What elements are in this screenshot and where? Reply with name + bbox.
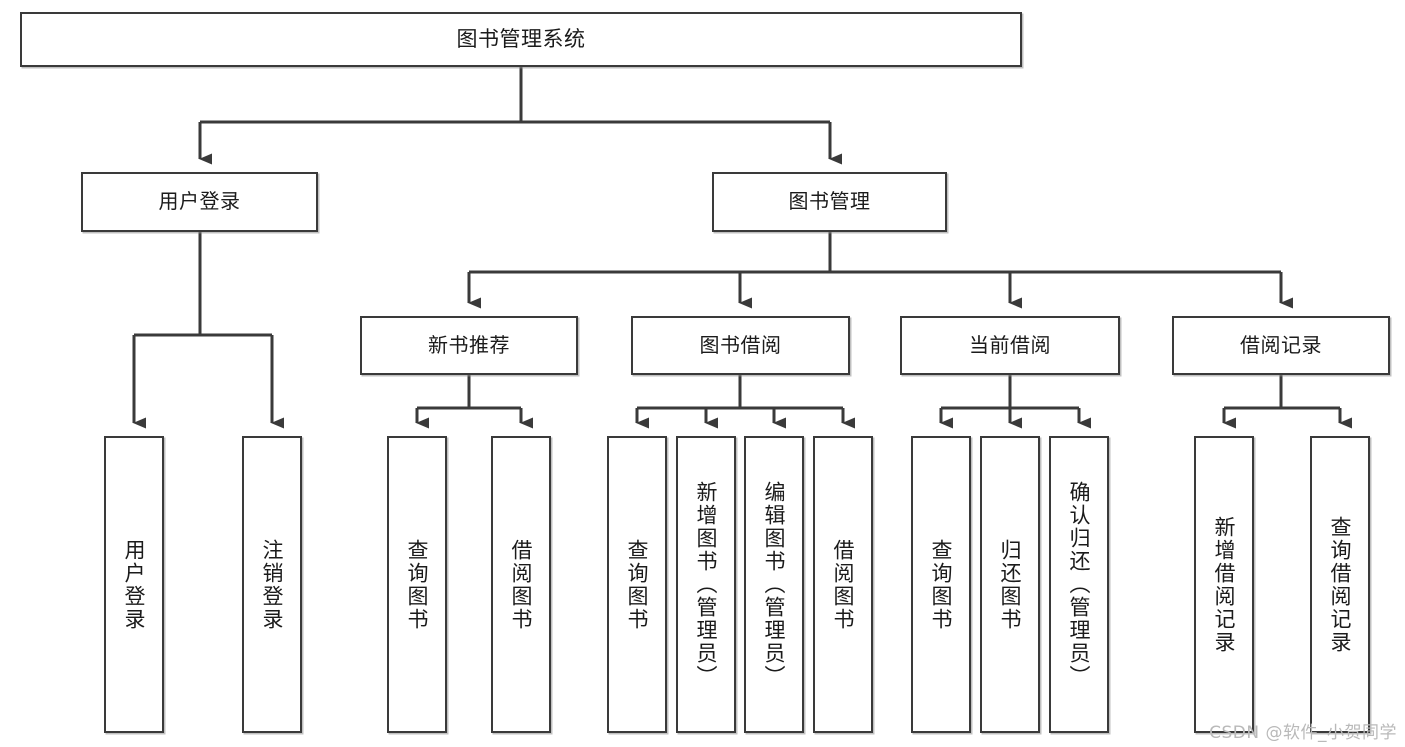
node-book-borrow[interactable]: 图书借阅 bbox=[631, 316, 850, 375]
node-label: 归还图书 bbox=[998, 538, 1023, 631]
node-leaf-query-borrow-record[interactable]: 查询借阅记录 bbox=[1310, 436, 1370, 733]
node-label: 确认归还（管理员） bbox=[1067, 481, 1092, 688]
node-label: 借阅记录 bbox=[1240, 332, 1322, 357]
node-user-login[interactable]: 用户登录 bbox=[81, 172, 318, 232]
node-label: 查询图书 bbox=[625, 538, 650, 631]
node-leaf-add-book-admin[interactable]: 新增图书（管理员） bbox=[676, 436, 736, 733]
node-new-book-recommend[interactable]: 新书推荐 bbox=[360, 316, 578, 375]
node-leaf-borrow-book[interactable]: 借阅图书 bbox=[813, 436, 873, 733]
node-label: 图书借阅 bbox=[699, 332, 782, 357]
node-leaf-query-book-borrow[interactable]: 查询图书 bbox=[607, 436, 667, 733]
node-leaf-user-login[interactable]: 用户登录 bbox=[104, 436, 164, 733]
node-label: 查询图书 bbox=[405, 538, 430, 631]
node-label: 图书管理 bbox=[788, 189, 871, 214]
node-label: 编辑图书（管理员） bbox=[762, 481, 787, 688]
node-leaf-logout[interactable]: 注销登录 bbox=[242, 436, 302, 733]
node-leaf-return-book[interactable]: 归还图书 bbox=[980, 436, 1040, 733]
node-leaf-query-book-recommend[interactable]: 查询图书 bbox=[387, 436, 447, 733]
node-leaf-borrow-book-recommend[interactable]: 借阅图书 bbox=[491, 436, 551, 733]
node-label: 查询图书 bbox=[929, 538, 954, 631]
node-label: 新书推荐 bbox=[428, 332, 510, 357]
node-root-book-management-system[interactable]: 图书管理系统 bbox=[20, 12, 1022, 67]
node-label: 图书管理系统 bbox=[456, 27, 586, 52]
node-label: 借阅图书 bbox=[509, 538, 534, 631]
node-current-borrow[interactable]: 当前借阅 bbox=[900, 316, 1120, 375]
node-label: 查询借阅记录 bbox=[1328, 515, 1353, 654]
node-label: 新增借阅记录 bbox=[1212, 515, 1237, 654]
node-leaf-add-borrow-record[interactable]: 新增借阅记录 bbox=[1194, 436, 1254, 733]
node-label: 当前借阅 bbox=[969, 332, 1051, 357]
node-label: 用户登录 bbox=[122, 538, 147, 631]
node-leaf-query-book-current[interactable]: 查询图书 bbox=[911, 436, 971, 733]
node-borrow-record[interactable]: 借阅记录 bbox=[1172, 316, 1390, 375]
watermark: CSDN @软件_小贺同学 bbox=[1209, 723, 1397, 743]
node-label: 借阅图书 bbox=[831, 538, 856, 631]
node-label: 注销登录 bbox=[260, 538, 285, 631]
node-leaf-confirm-return-admin[interactable]: 确认归还（管理员） bbox=[1049, 436, 1109, 733]
node-leaf-edit-book-admin[interactable]: 编辑图书（管理员） bbox=[744, 436, 804, 733]
node-book-manage[interactable]: 图书管理 bbox=[712, 172, 947, 232]
node-label: 用户登录 bbox=[158, 189, 241, 214]
node-label: 新增图书（管理员） bbox=[694, 481, 719, 688]
